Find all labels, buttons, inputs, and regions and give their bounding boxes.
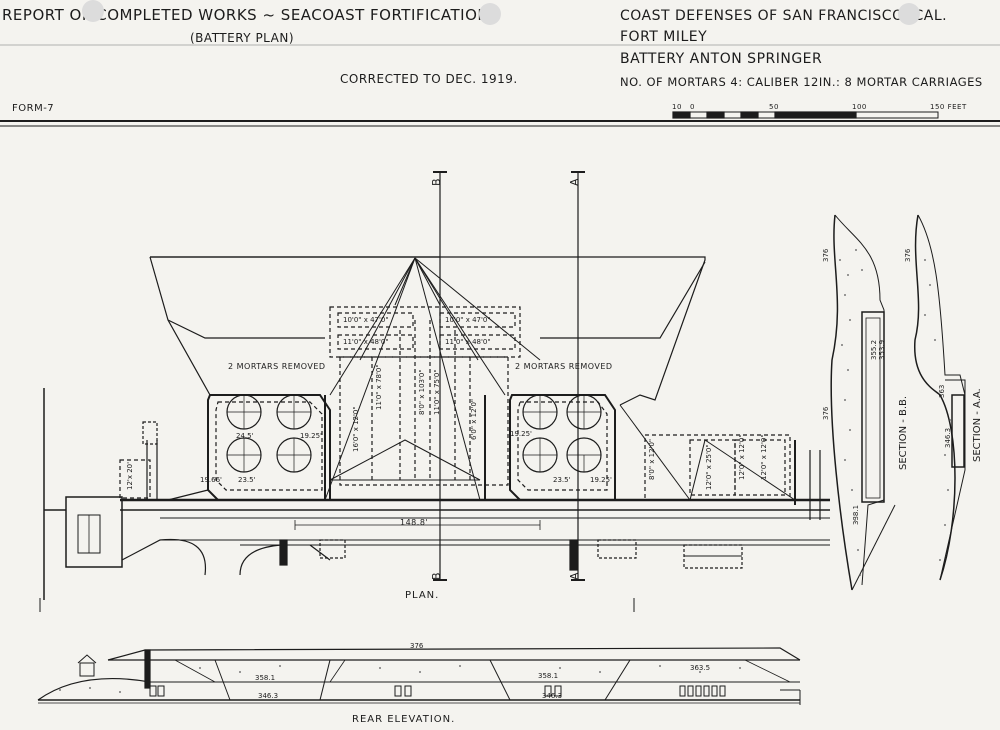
form-number: FORM-7	[12, 103, 55, 114]
section-mark-a-top: A	[568, 178, 581, 186]
elev-358-1: 358.1	[255, 674, 276, 682]
report-title: REPORT OF COMPLETED WORKS ~ SEACOAST FOR…	[2, 6, 500, 24]
dim-v-8x12: 8'0" x 12'0"	[648, 438, 656, 480]
section-bb-elev-mid: 376	[822, 406, 830, 420]
scale-label: 10	[672, 103, 682, 111]
dim-v-11x75: 11'0" x 75'0"	[433, 369, 441, 415]
section-aa-elev-a: 363	[938, 384, 946, 398]
section-mark-b-bottom: B	[430, 572, 443, 580]
dim-11x48: 11'0" x 48'0"	[343, 338, 389, 346]
elev-346-3: 346.3	[258, 692, 279, 700]
punch-hole	[479, 3, 501, 25]
corrected-date: CORRECTED TO DEC. 1919.	[340, 72, 518, 86]
dim-v-11x78: 11'0" x 78'0"	[375, 364, 383, 410]
dim-12x20: 12'x 20'	[126, 461, 134, 490]
section-aa-elev-b: 346.3	[944, 427, 952, 448]
section-bb-elev-c: 338.1	[852, 504, 860, 525]
section-bb-label: SECTION - B.B.	[898, 395, 909, 470]
section-aa-label: SECTION - A.A.	[972, 388, 983, 462]
dim-v-12x12b: 12'0" x 12'0"	[760, 434, 768, 480]
dim-19-66: 19.66'	[200, 476, 222, 484]
dim-v-6x12: 6'0" x 12'0"	[470, 398, 478, 440]
punch-hole	[898, 3, 920, 25]
section-bb-elev-a: 355.2	[870, 339, 878, 360]
dim-19-25-left: 19.25'	[300, 432, 322, 440]
scale-label: 0	[690, 103, 695, 111]
dim-v-8x103: 8'0" x 103'0"	[418, 369, 426, 415]
dim-v-12x12: 12'0" x 12'0"	[738, 434, 746, 480]
dim-v-12x25: 12'0" x 25'0"	[705, 444, 713, 490]
section-bb-elev-top: 376	[822, 248, 830, 262]
elev-376: 376	[410, 642, 424, 650]
scale-label: 150 FEET	[930, 103, 967, 111]
battery-name: BATTERY ANTON SPRINGER	[620, 51, 823, 67]
section-bb-elev-b: 353.9	[878, 339, 886, 360]
section-aa-elev-top: 376	[904, 248, 912, 262]
rear-elevation-label: REAR ELEVATION.	[352, 714, 456, 725]
elev-358-1b: 358.1	[538, 672, 559, 680]
report-subtitle: (BATTERY PLAN)	[190, 31, 295, 45]
elev-363-5: 363.5	[690, 664, 711, 672]
overall-dimension: 148.8'	[400, 518, 429, 527]
dim-19-25-right: 19.25'	[510, 430, 532, 438]
dim-24-5: 24.5'	[236, 432, 254, 440]
mortar-info: NO. OF MORTARS 4: CALIBER 12IN.: 8 MORTA…	[620, 75, 983, 89]
dim-v-16x12: 16'0" x 12'0"	[352, 406, 360, 452]
dim-19-25-bottom: 19.25'	[590, 476, 612, 484]
scale-label: 100	[852, 103, 867, 111]
fort-name: FORT MILEY	[620, 29, 708, 45]
dim-10x47: 10'0" x 47'0"	[343, 316, 389, 324]
dim-10x47b: 10'0" x 47'0"	[445, 316, 491, 324]
right-pit-note: 2 MORTARS REMOVED	[515, 362, 613, 371]
scale-label: 50	[769, 103, 779, 111]
section-mark-a-bottom: A	[568, 572, 581, 580]
dim-23-5-right: 23.5'	[553, 476, 571, 484]
plan-label: PLAN.	[405, 590, 440, 601]
elev-346-3b: 346.3	[542, 692, 563, 700]
section-mark-b-top: B	[430, 178, 443, 186]
dim-23-5-left: 23.5'	[238, 476, 256, 484]
left-pit-note: 2 MORTARS REMOVED	[228, 362, 326, 371]
dim-11x48b: 11'0" x 48'0"	[445, 338, 491, 346]
defenses-title: COAST DEFENSES OF SAN FRANCISCO, CAL.	[620, 8, 948, 24]
punch-hole	[82, 0, 104, 22]
